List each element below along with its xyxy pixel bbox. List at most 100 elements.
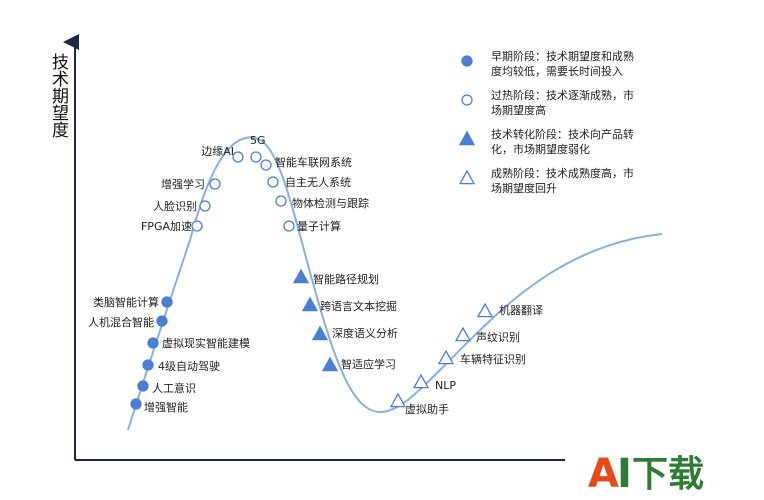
data-label: 人机混合智能 xyxy=(88,315,154,329)
data-marker xyxy=(250,151,262,163)
logo-letter-a: A xyxy=(588,451,619,497)
data-marker xyxy=(156,315,168,327)
legend-marker xyxy=(461,55,473,67)
data-label: 智能车联网系统 xyxy=(275,155,352,169)
data-marker xyxy=(137,380,149,392)
technology-point: 深度语义分析 xyxy=(311,325,398,341)
data-marker xyxy=(389,392,407,408)
data-marker xyxy=(321,356,339,372)
technology-point: 类脑智能计算 xyxy=(93,295,173,309)
data-marker xyxy=(301,296,319,312)
data-marker xyxy=(454,326,472,342)
y-axis-label-char: 度 xyxy=(52,121,69,141)
data-marker xyxy=(199,200,211,212)
data-label: FPGA加速 xyxy=(141,220,192,233)
data-label: 虚拟助手 xyxy=(405,402,449,416)
data-label: 边缘AI xyxy=(201,145,234,158)
technology-point: NLP xyxy=(412,373,456,392)
technology-point: 4级自动驾驶 xyxy=(142,359,220,373)
legend-label: 度均较低，需要长时间投入 xyxy=(491,64,623,78)
technology-point: 人脸识别 xyxy=(153,199,211,213)
technology-point: 虚拟现实智能建模 xyxy=(147,336,250,350)
data-label: 跨语言文本挖掘 xyxy=(320,299,397,313)
data-label: 人脸识别 xyxy=(153,199,197,213)
data-label: 自主无人系统 xyxy=(285,176,351,189)
data-label: 5G xyxy=(250,134,266,147)
legend-label: 场期望度回升 xyxy=(491,181,557,195)
legend-label: 技术转化阶段：技术向产品转 xyxy=(491,127,634,141)
data-label: 增强智能 xyxy=(144,400,188,414)
y-axis-label-char: 期 xyxy=(52,87,69,107)
technology-point: 物体检测与跟踪 xyxy=(275,195,369,210)
data-label: 4级自动驾驶 xyxy=(158,359,220,373)
data-marker xyxy=(191,220,203,232)
hype-curve xyxy=(127,136,663,431)
technology-point: FPGA加速 xyxy=(141,220,203,233)
data-marker xyxy=(311,325,329,341)
data-marker xyxy=(292,268,310,284)
legend-marker xyxy=(458,130,476,146)
logo-letter-i: I xyxy=(617,451,632,497)
technology-point: 跨语言文本挖掘 xyxy=(301,296,397,313)
technology-point: 虚拟助手 xyxy=(389,392,449,416)
technology-point: 智能车联网系统 xyxy=(260,155,352,171)
technology-point: 5G xyxy=(250,134,266,163)
technology-point: 边缘AI xyxy=(201,145,244,163)
logo-text: 下载 xyxy=(632,454,704,495)
data-label: 机器翻译 xyxy=(499,303,543,317)
technology-point: 智能路径规划 xyxy=(292,268,379,286)
data-marker xyxy=(267,176,279,188)
data-label: 虚拟现实智能建模 xyxy=(162,336,250,350)
data-label: 物体检测与跟踪 xyxy=(292,196,369,210)
data-marker xyxy=(232,151,244,163)
legend-label: 过热阶段：技术逐渐成熟，市 xyxy=(491,88,634,102)
legend-marker xyxy=(461,94,473,106)
data-label: 类脑智能计算 xyxy=(93,295,159,309)
data-label: 增强学习 xyxy=(161,177,205,191)
legend-label: 成熟阶段：技术成熟度高，市 xyxy=(491,166,634,180)
data-label: 车辆特征识别 xyxy=(460,352,526,366)
technology-point: 自主无人系统 xyxy=(267,176,351,189)
legend-label: 场期望度高 xyxy=(491,103,546,117)
site-logo: A I 下载 xyxy=(588,451,704,497)
technology-point: 增强学习 xyxy=(161,177,221,191)
technology-point: 增强智能 xyxy=(130,398,188,414)
technology-point: 智适应学习 xyxy=(321,356,396,372)
data-label: 声纹识别 xyxy=(476,330,520,344)
data-label: 智适应学习 xyxy=(341,357,396,371)
data-label: 人工意识 xyxy=(152,381,196,395)
technology-point: 机器翻译 xyxy=(476,302,543,318)
data-marker xyxy=(161,296,173,308)
legend-label: 化，市场期望度弱化 xyxy=(491,142,590,156)
data-marker xyxy=(412,373,430,389)
legend-label: 早期阶段：技术期望度和成熟 xyxy=(491,49,634,63)
data-marker xyxy=(437,349,455,365)
data-marker xyxy=(275,195,287,207)
y-axis-label-char: 技 xyxy=(52,53,69,73)
data-marker xyxy=(260,159,272,171)
y-axis-label-char: 望 xyxy=(52,104,69,124)
legend: 早期阶段：技术期望度和成熟度均较低，需要长时间投入过热阶段：技术逐渐成熟，市场期… xyxy=(458,49,634,195)
data-marker xyxy=(476,302,494,318)
data-label: 深度语义分析 xyxy=(332,326,398,340)
data-marker xyxy=(130,398,142,410)
data-marker xyxy=(147,337,159,349)
y-axis-label: 技术期望度 xyxy=(52,53,69,141)
data-label: NLP xyxy=(435,379,456,392)
data-label: 量子计算 xyxy=(297,219,341,233)
technology-point: 量子计算 xyxy=(283,219,341,233)
data-label: 智能路径规划 xyxy=(313,272,379,286)
technology-point: 人工意识 xyxy=(137,380,196,395)
data-marker xyxy=(209,178,221,190)
legend-marker xyxy=(458,169,476,185)
data-marker xyxy=(283,220,295,232)
technology-point: 人机混合智能 xyxy=(88,315,168,329)
y-axis-label-char: 术 xyxy=(52,70,69,90)
